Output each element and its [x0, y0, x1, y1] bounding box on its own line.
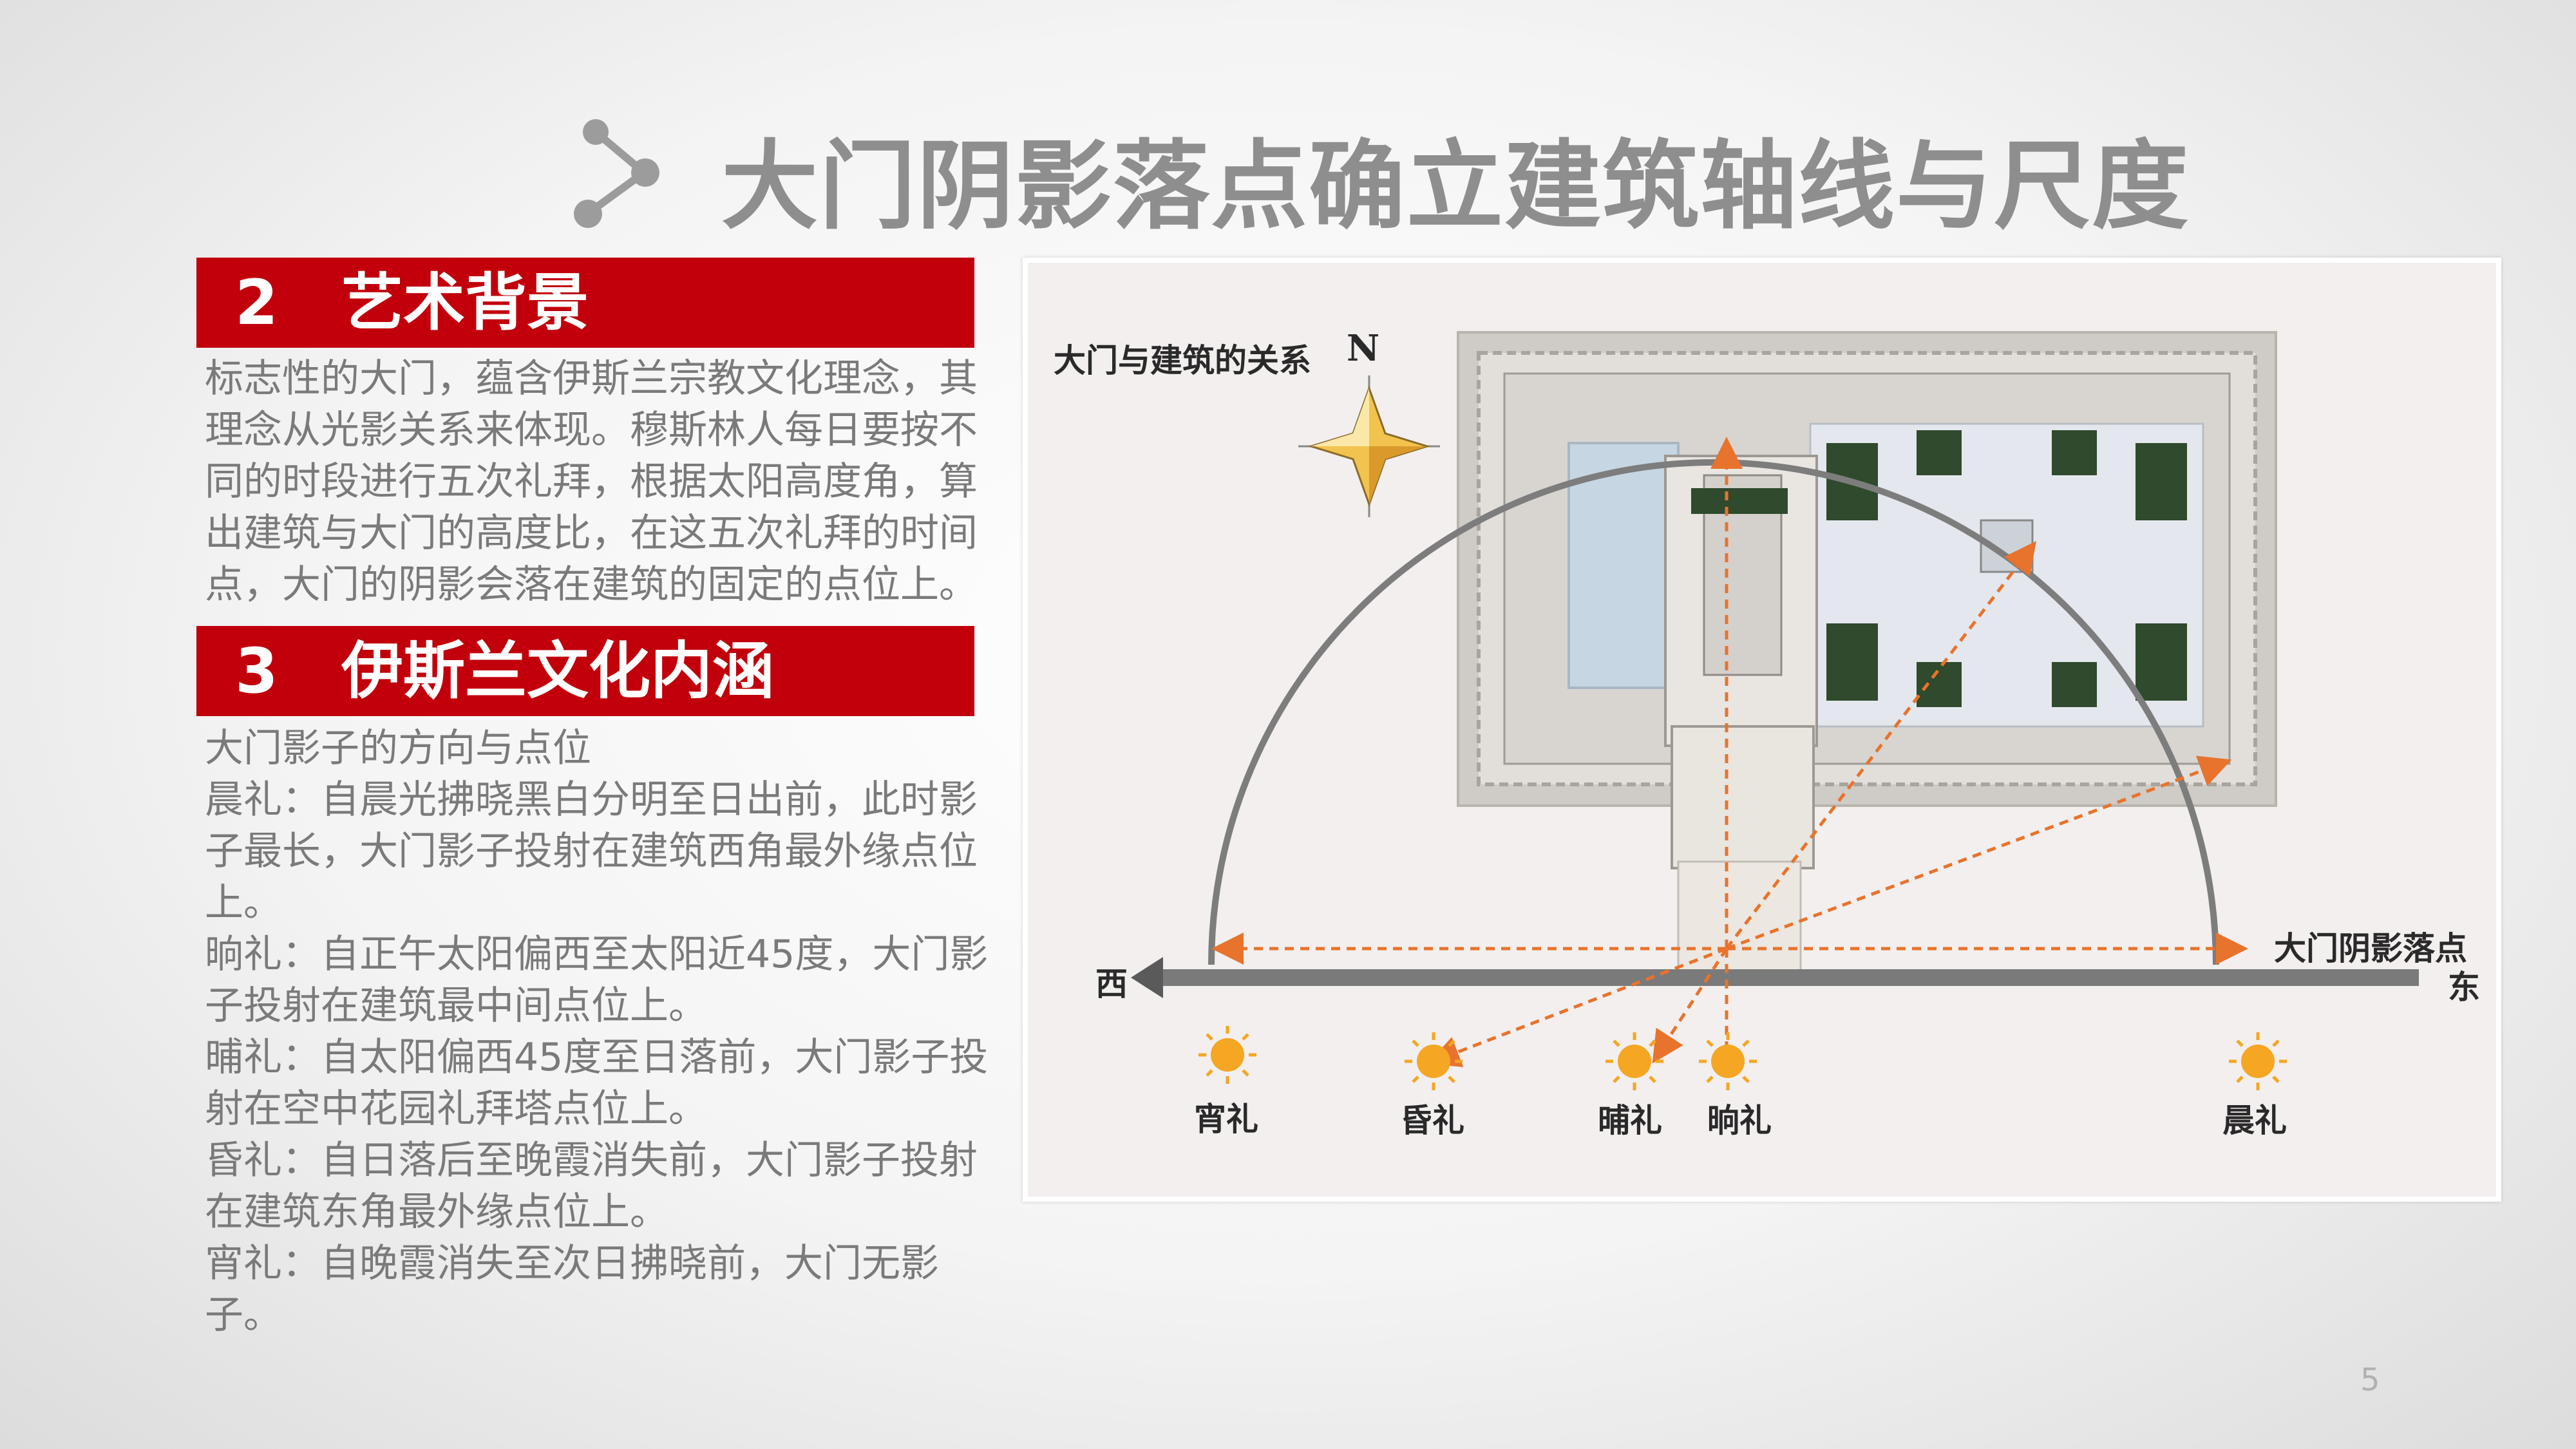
gate-building-diagram: 大门与建筑的关系 N 西 东 大门阴影落点 宵礼 昏礼 晡礼 晌礼 晨礼 [1023, 258, 2501, 1202]
text-line: 晡礼：自太阳偏西45度至日落前，大门影子投 [205, 1035, 989, 1080]
section-label: 艺术背景 [341, 267, 589, 339]
section-header-art-background: 2 艺术背景 [196, 258, 974, 348]
section-label: 伊斯兰文化内涵 [341, 635, 774, 707]
diagram-caption: 大门与建筑的关系 [1054, 341, 1311, 379]
text-line: 点，大门的阴影会落在建筑的固定的点位上。 [205, 562, 978, 607]
suns-group [1198, 1026, 2287, 1090]
share-icon [574, 119, 659, 228]
north-label: N [1347, 327, 1380, 370]
shadow-point-label: 大门阴影落点 [2274, 929, 2467, 967]
diagram-svg [1131, 331, 2419, 1090]
text-line: 上。 [205, 880, 282, 925]
text-line: 标志性的大门，蕴含伊斯兰宗教文化理念，其 [205, 356, 978, 401]
east-label: 东 [2448, 968, 2480, 1006]
compass-rose-icon [1298, 375, 1440, 517]
text-line: 出建筑与大门的高度比，在这五次礼拜的时间 [205, 511, 978, 556]
text-line: 子投射在建筑最中间点位上。 [205, 983, 707, 1028]
text-line: 射在空中花园礼拜塔点位上。 [205, 1086, 707, 1132]
sun-label: 晌礼 [1707, 1101, 1772, 1139]
sun-icon [1198, 1026, 1256, 1084]
sun-label: 宵礼 [1194, 1100, 1258, 1138]
text-line: 晌礼：自正午太阳偏西至太阳近45度，大门影 [205, 932, 989, 977]
page-title: 大门阴影落点确立建筑轴线与尺度 [721, 131, 2190, 243]
sun-label: 昏礼 [1400, 1101, 1464, 1139]
sun-icon [1699, 1032, 1757, 1090]
text-line: 宵礼：自晚霞消失至次日拂晓前，大门无影子。 [205, 1241, 939, 1338]
axis-arrowhead [1131, 957, 1163, 998]
text-line: 同的时段进行五次礼拜，根据太阳高度角，算 [205, 459, 978, 504]
text-line: 晨礼：自晨光拂晓黑白分明至日出前，此时影 [205, 777, 978, 822]
section-number: 2 [235, 267, 278, 339]
sun-icon [1405, 1032, 1463, 1090]
text-line: 大门影子的方向与点位 [205, 726, 591, 771]
text-line: 理念从光影关系来体现。穆斯林人每日要按不 [205, 408, 978, 453]
sun-icon [1605, 1032, 1663, 1090]
sun-label: 晡礼 [1598, 1101, 1662, 1139]
sun-label: 晨礼 [2222, 1101, 2287, 1139]
sun-icon [2229, 1032, 2287, 1090]
text-line: 子最长，大门影子投射在建筑西角最外缘点位 [205, 829, 978, 874]
section-number: 3 [235, 635, 278, 707]
section-header-islamic-culture: 3 伊斯兰文化内涵 [196, 626, 974, 716]
text-line: 昏礼：自日落后至晚霞消失前，大门影子投射 [205, 1138, 978, 1183]
text-line: 在建筑东角最外缘点位上。 [205, 1189, 668, 1235]
page-number: 5 [2360, 1362, 2380, 1398]
art-background-text: 标志性的大门，蕴含伊斯兰宗教文化理念，其 理念从光影关系来体现。穆斯林人每日要按… [205, 353, 994, 611]
islamic-culture-text: 大门影子的方向与点位 晨礼：自晨光拂晓黑白分明至日出前，此时影 子最长，大门影子… [205, 723, 994, 1341]
building-plan [1457, 331, 2277, 979]
west-label: 西 [1095, 965, 1128, 1003]
shadow-rays [1211, 437, 2248, 1067]
